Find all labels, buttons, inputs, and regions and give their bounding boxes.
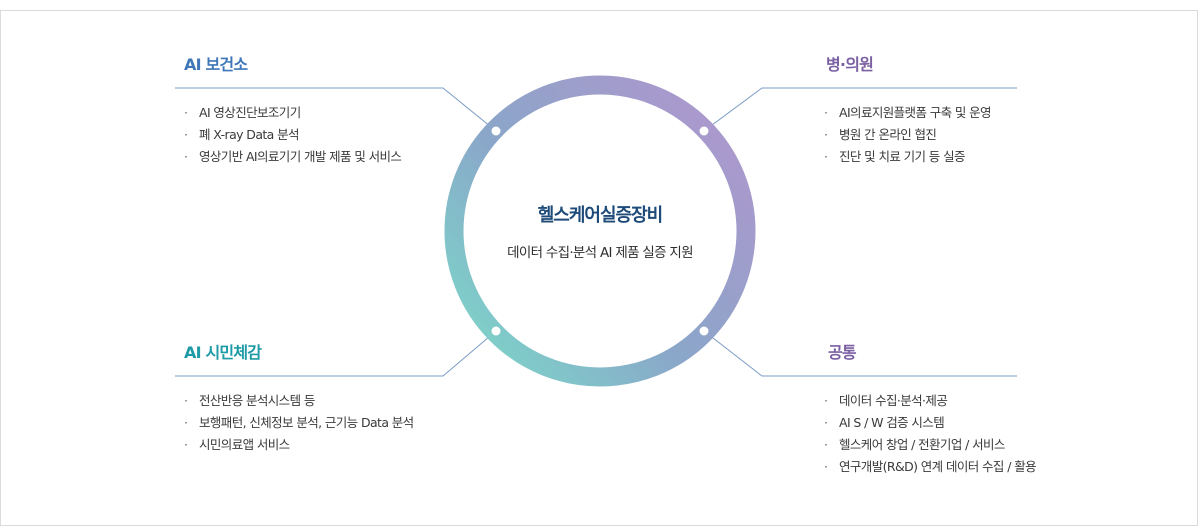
list-item: ·영상기반 AI의료기기 개발 제품 및 서비스 — [184, 149, 402, 164]
ring-dot-top-left — [491, 126, 501, 136]
connector-top-right — [703, 87, 1017, 132]
center-subtitle: 데이터 수집·분석 AI 제품 실증 지원 — [507, 245, 693, 261]
center-title: 헬스케어실증장비 — [537, 205, 663, 226]
connector-top-left — [175, 87, 497, 132]
list-item: ·데이터 수집·분석·제공 — [824, 393, 948, 408]
list-item: ·진단 및 치료 기기 등 실증 — [824, 149, 965, 164]
connector-bottom-left — [175, 330, 497, 377]
block-title-common: 공통 — [828, 343, 857, 362]
list-item: ·병원 간 온라인 협진 — [824, 127, 937, 142]
block-title-hospitals: 병·의원 — [826, 55, 874, 74]
block-ai-public-health: AI 보건소 ·AI 영상진단보조기기 ·폐 X-ray Data 분석 ·영상… — [184, 55, 402, 168]
block-list-common: ·데이터 수집·분석·제공 ·AI S / W 검증 시스템 ·헬스케어 창업 … — [824, 390, 1037, 478]
ring-dot-bottom-left — [491, 326, 501, 336]
list-item: ·폐 X-ray Data 분석 — [184, 127, 300, 142]
block-title-ai-citizen: AI 시민체감 — [184, 343, 262, 362]
block-list-hospitals: ·AI의료지원플랫폼 구축 및 운영 ·병원 간 온라인 협진 ·진단 및 치료… — [824, 102, 992, 168]
list-item: ·보행패턴, 신체정보 분석, 근기능 Data 분석 — [184, 415, 414, 430]
block-list-ai-public-health: ·AI 영상진단보조기기 ·폐 X-ray Data 분석 ·영상기반 AI의료… — [184, 102, 402, 168]
block-ai-citizen: AI 시민체감 ·전산반응 분석시스템 등 ·보행패턴, 신체정보 분석, 근기… — [184, 343, 414, 456]
block-hospitals: 병·의원 ·AI의료지원플랫폼 구축 및 운영 ·병원 간 온라인 협진 ·진단… — [824, 55, 992, 168]
ring-dot-bottom-right — [699, 326, 709, 336]
block-list-ai-citizen: ·전산반응 분석시스템 등 ·보행패턴, 신체정보 분석, 근기능 Data 분… — [184, 390, 414, 456]
list-item: ·AI 영상진단보조기기 — [184, 105, 301, 120]
list-item: ·시민의료앱 서비스 — [184, 437, 290, 452]
ring-dot-top-right — [699, 126, 709, 136]
list-item: ·헬스케어 창업 / 전환기업 / 서비스 — [824, 437, 1005, 452]
list-item: ·AI S / W 검증 시스템 — [824, 415, 945, 430]
list-item: ·AI의료지원플랫폼 구축 및 운영 — [824, 105, 992, 120]
list-item: ·전산반응 분석시스템 등 — [184, 393, 315, 408]
block-common: 공통 ·데이터 수집·분석·제공 ·AI S / W 검증 시스템 ·헬스케어 … — [824, 343, 1037, 478]
list-item: ·연구개발(R&D) 연계 데이터 수집 / 활용 — [824, 459, 1037, 474]
block-title-ai-public-health: AI 보건소 — [184, 55, 248, 74]
center-ring — [444, 75, 756, 387]
connector-bottom-right — [703, 330, 1017, 377]
